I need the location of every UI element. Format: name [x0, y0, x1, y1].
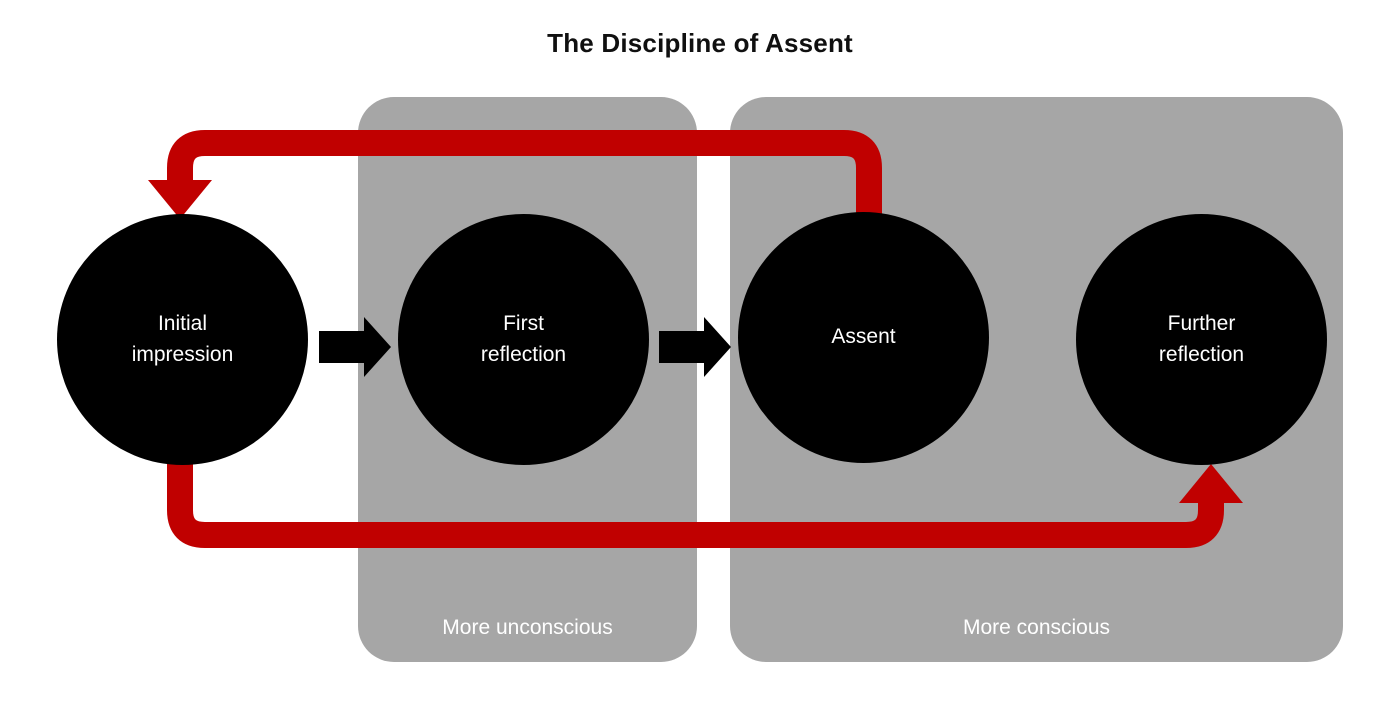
- panel-label-more-conscious: More conscious: [962, 616, 1111, 639]
- node-label-assent: Assent: [831, 325, 896, 349]
- node-label-first-reflection: First reflection: [480, 311, 567, 366]
- node-label-further-reflection: Further reflection: [1158, 311, 1245, 366]
- flow-arrow-first-to-assent: [659, 317, 731, 377]
- feedback-arrow-assent-to-initial: [148, 130, 882, 225]
- panel-label-more-unconscious: More unconscious: [442, 616, 613, 639]
- node-first-reflection[interactable]: First reflection: [398, 214, 649, 465]
- node-label-initial-impression: Initial impression: [131, 311, 234, 366]
- node-further-reflection[interactable]: Further reflection: [1076, 214, 1327, 465]
- node-initial-impression[interactable]: Initial impression: [57, 214, 308, 465]
- node-assent[interactable]: Assent: [738, 212, 989, 463]
- flow-arrow-initial-to-first: [319, 317, 391, 377]
- page-title: The Discipline of Assent: [547, 28, 853, 58]
- feedback-arrow-initial-to-further: [167, 452, 1243, 548]
